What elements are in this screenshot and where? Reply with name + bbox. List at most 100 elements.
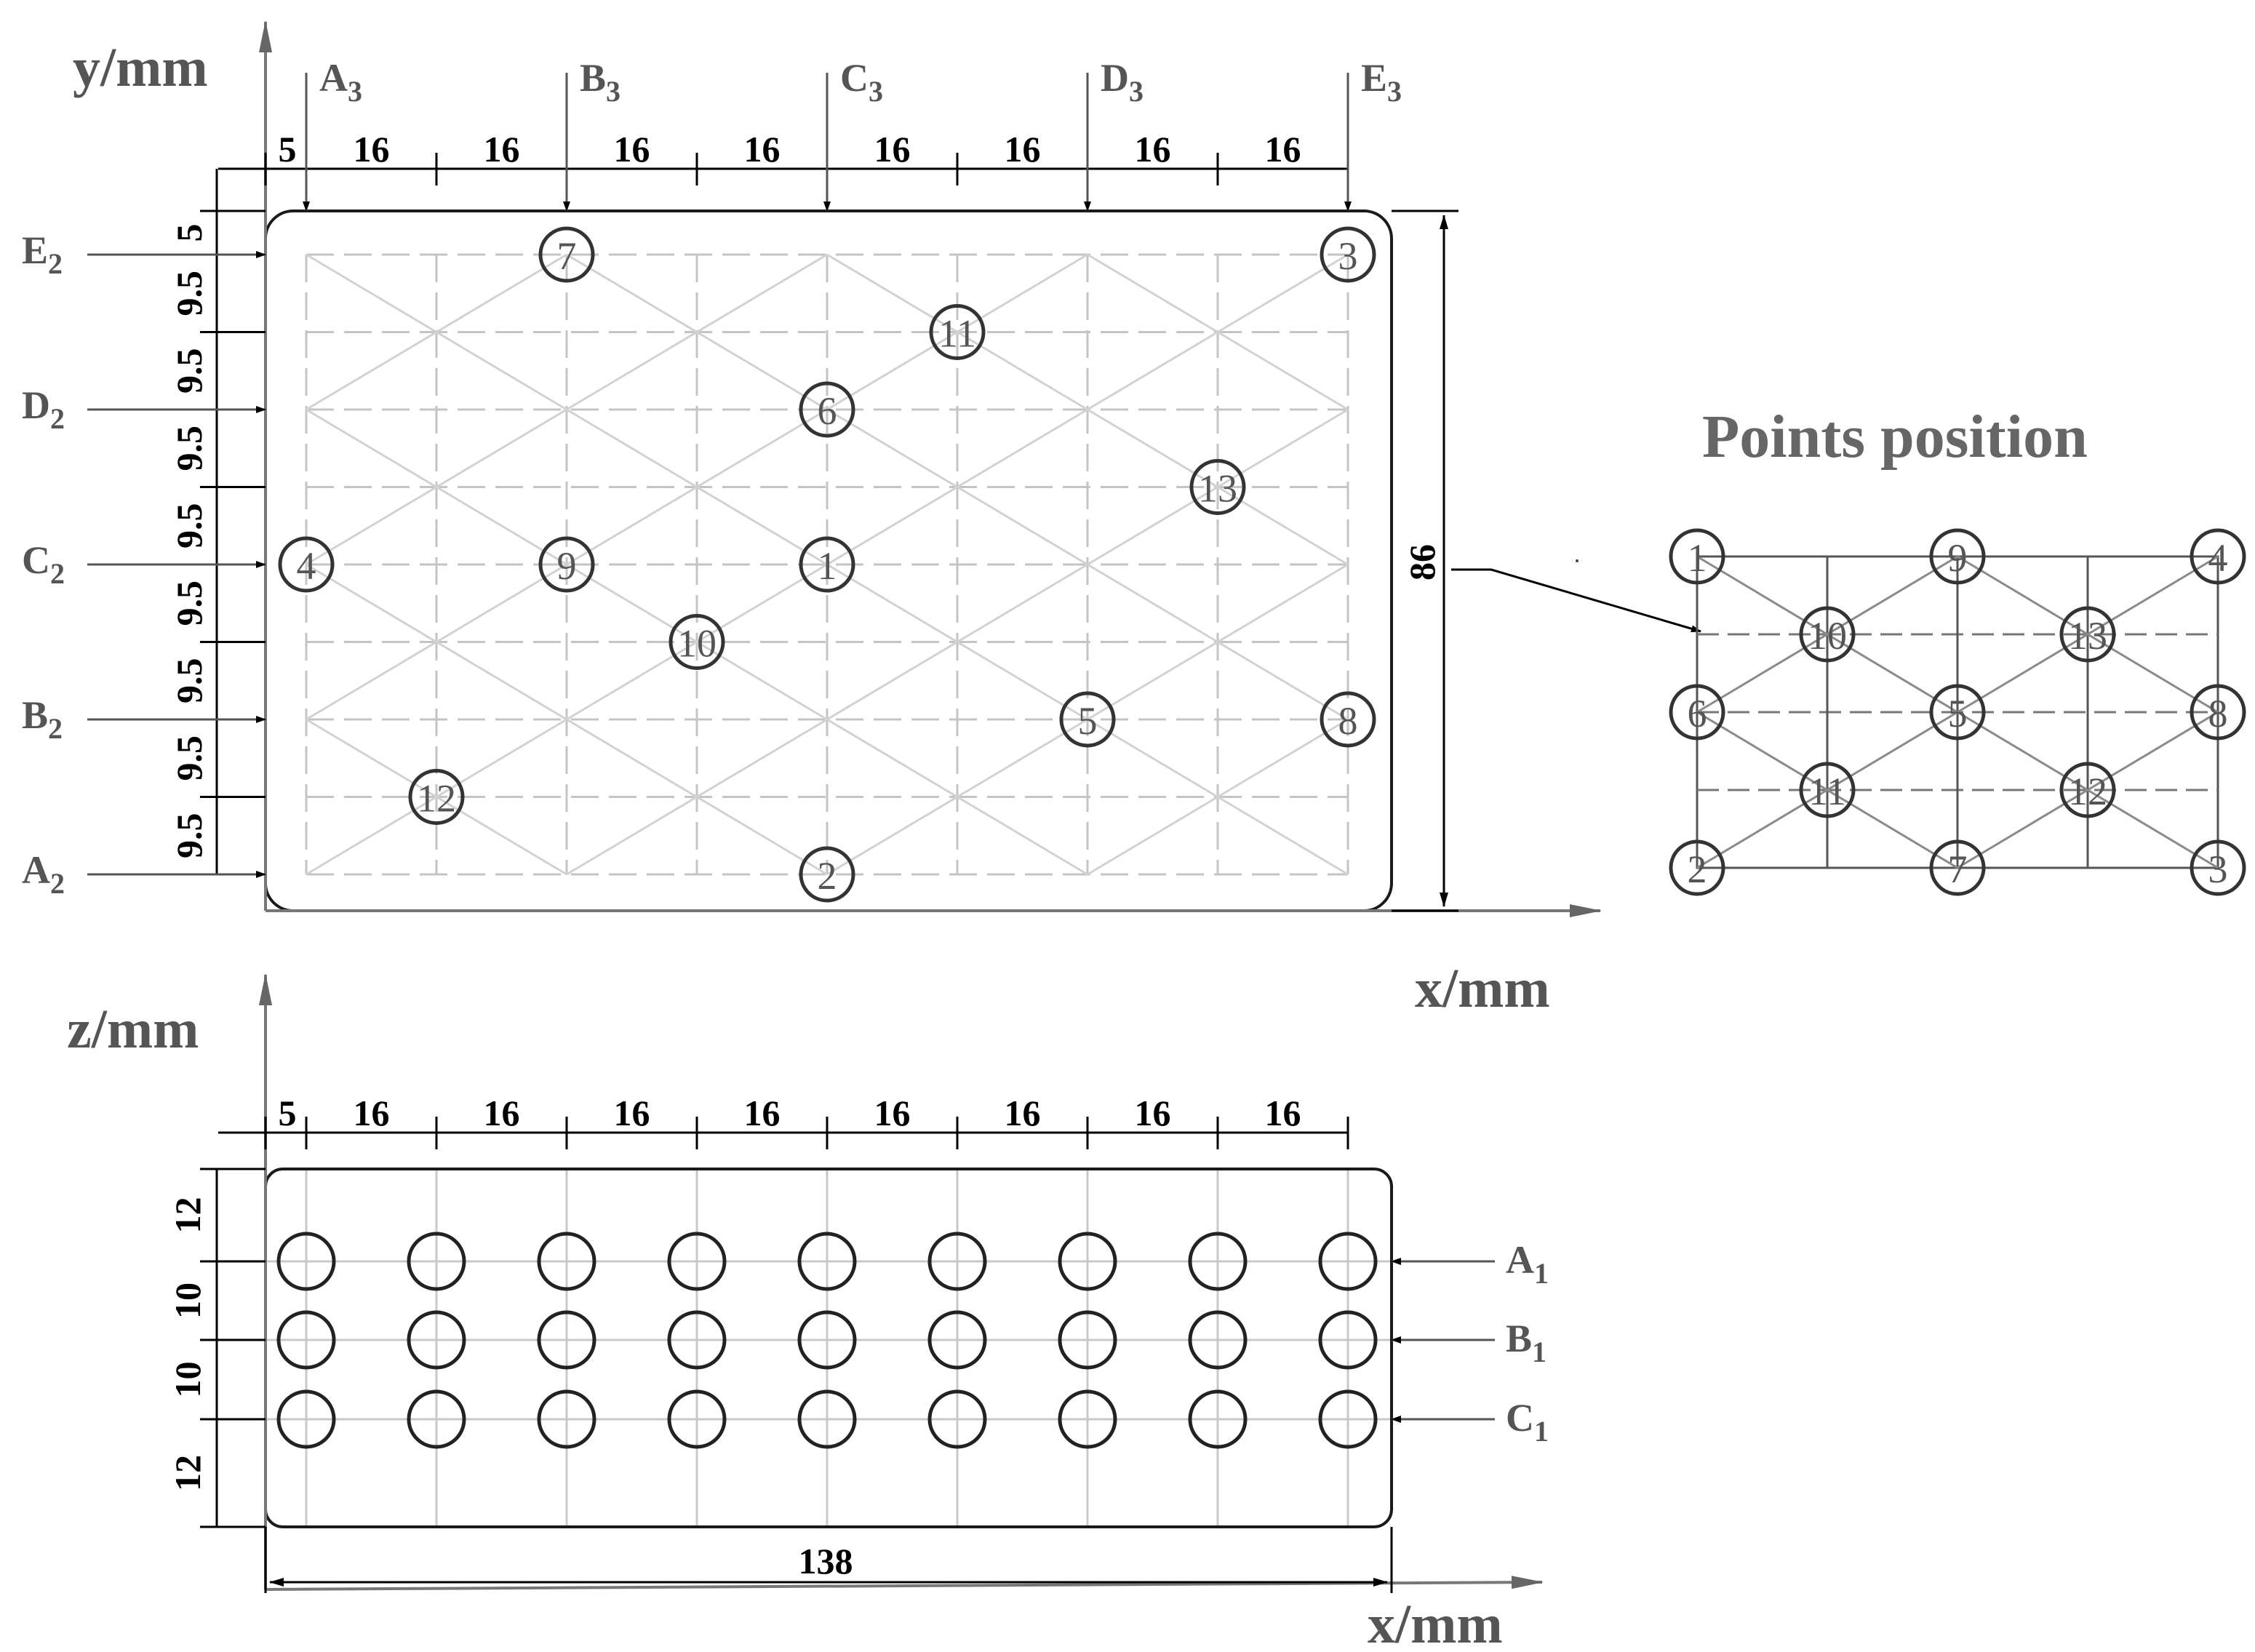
grid-diagonal [566, 253, 828, 411]
inset-point: 4 [2190, 528, 2246, 585]
side-x-spacing-label: 16 [484, 1093, 520, 1133]
sensor-hole [537, 1389, 596, 1449]
inset-point-marker [1929, 528, 1986, 585]
point-marker [799, 536, 855, 593]
section-label-x: A3 [319, 56, 362, 108]
top-y-axis-label: y/mm [73, 37, 208, 98]
y-spacing-label: 9.5 [169, 735, 209, 781]
sensor-hole [276, 1232, 336, 1291]
stray-dot [1576, 559, 1578, 562]
side-z-spacing-label: 12 [167, 1455, 208, 1491]
y-spacing-label: 9.5 [169, 658, 209, 704]
y-spacing-label: 9.5 [169, 813, 209, 859]
inset-point-label: 8 [2208, 692, 2228, 735]
point-marker [668, 614, 725, 670]
section-label-x: C3 [840, 56, 883, 108]
top-view-grid [305, 253, 1349, 876]
section-label-y: E2 [22, 228, 63, 280]
width-dimension-label: 138 [799, 1541, 853, 1581]
measurement-point: 8 [1320, 691, 1376, 748]
side-x-axis-label: x/mm [1368, 1594, 1503, 1652]
inset-point-label: 3 [2208, 847, 2228, 891]
sensor-hole [1058, 1232, 1117, 1291]
x-spacing-label: 16 [484, 129, 520, 169]
measurement-point: 13 [1189, 459, 1246, 515]
top-y-dimension-chain: 59.59.59.59.59.59.59.59.5 [169, 169, 266, 876]
sensor-hole [1058, 1389, 1117, 1449]
x-spacing-label: 16 [614, 129, 650, 169]
x-spacing-label: 16 [1265, 129, 1301, 169]
inset-point-marker [2190, 684, 2246, 741]
sensor-hole [1318, 1389, 1378, 1449]
inset-point-marker [1669, 684, 1725, 741]
side-z-spacing-label: 10 [167, 1362, 208, 1398]
side-view-grid [266, 1169, 1392, 1527]
point-marker [408, 769, 465, 825]
inset-point-marker [1669, 528, 1725, 585]
side-x-spacing-label: 16 [1135, 1093, 1171, 1133]
inset-point-label: 10 [1808, 614, 1847, 658]
x-spacing-label: 5 [279, 129, 297, 169]
inset-point-label: 4 [2208, 536, 2228, 580]
inset-point-label: 11 [1808, 770, 1846, 813]
side-x-spacing-label: 16 [1265, 1093, 1301, 1133]
sensor-hole [276, 1310, 336, 1370]
measurement-point: 5 [1059, 691, 1116, 748]
grid-diagonal [306, 253, 567, 411]
grid-diagonal [826, 718, 1088, 876]
inset-point-label: 13 [2068, 614, 2107, 658]
grid-diagonal [826, 408, 1088, 566]
inset-point-marker [2190, 839, 2246, 896]
side-x-spacing-label: 5 [279, 1093, 297, 1133]
y-spacing-label: 5 [169, 224, 209, 242]
measurement-point: 6 [799, 381, 855, 438]
point-label: 13 [1198, 467, 1237, 511]
sensor-hole [1188, 1310, 1248, 1370]
grid-diagonal [306, 563, 567, 721]
x-spacing-label: 16 [1005, 129, 1041, 169]
inset-point-marker [1799, 762, 1856, 818]
inset-diagonal [1957, 555, 2219, 714]
grid-diagonal [306, 408, 567, 566]
grid-diagonal [1087, 718, 1349, 876]
point-label: 2 [818, 854, 837, 898]
point-label: 4 [297, 544, 316, 588]
grid-diagonal [306, 718, 567, 876]
inset-leader-arrow [1451, 568, 1701, 633]
point-label: 11 [938, 312, 976, 356]
inset-point: 11 [1799, 762, 1856, 818]
side-x-spacing-label: 16 [614, 1093, 650, 1133]
measurement-point: 3 [1320, 226, 1376, 283]
inset-point-marker [1799, 606, 1856, 663]
section-label-y: C2 [22, 538, 65, 590]
side-z-axis-label: z/mm [67, 999, 199, 1060]
inset-point-marker [2059, 762, 2116, 818]
row-label: C1 [1506, 1396, 1549, 1448]
side-hole-grid [276, 1232, 1378, 1449]
point-label: 5 [1078, 699, 1098, 743]
side-view-plate-outline [264, 1168, 1393, 1528]
sensor-hole [1318, 1232, 1378, 1291]
y-spacing-label: 9.5 [169, 503, 209, 549]
side-z-spacing-label: 10 [167, 1282, 208, 1319]
inset-point-marker [1929, 839, 1986, 896]
inset-point-label: 7 [1948, 847, 1968, 891]
inset-point-label: 9 [1948, 536, 1968, 580]
point-marker [1320, 691, 1376, 748]
point-marker [929, 304, 986, 360]
point-label: 9 [557, 544, 577, 588]
grid-diagonal [566, 563, 828, 721]
sensor-hole [407, 1389, 466, 1449]
sensor-hole [927, 1310, 987, 1370]
inset-point-label: 5 [1948, 692, 1968, 735]
